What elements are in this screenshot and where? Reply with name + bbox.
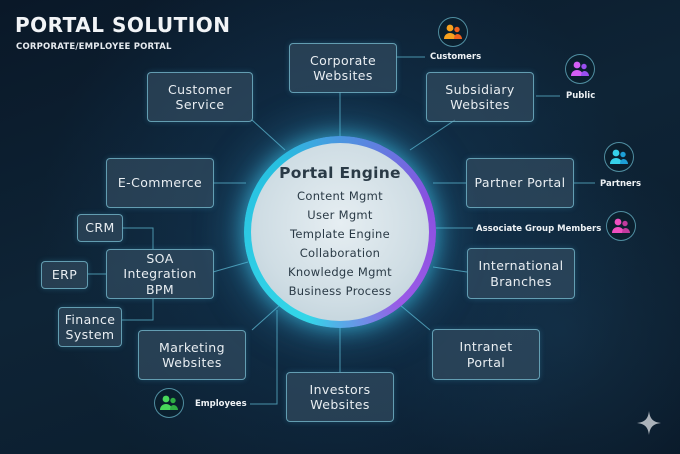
node-corporate-websites[interactable]: Corporate Websites bbox=[289, 43, 397, 93]
engine-item-knowledge-mgmt: Knowledge Mgmt bbox=[287, 264, 392, 279]
associate-persona-badge bbox=[606, 211, 636, 241]
node-soa-integration-bpm[interactable]: SOA Integration BPM bbox=[106, 249, 214, 299]
engine-item-content-mgmt: Content Mgmt bbox=[297, 188, 383, 203]
node-crm[interactable]: CRM bbox=[77, 214, 123, 242]
customers-label: Customers bbox=[430, 52, 482, 62]
users-icon bbox=[612, 218, 630, 233]
node-e-commerce[interactable]: E-Commerce bbox=[106, 158, 214, 208]
portal-engine-circle[interactable]: Portal Engine Content Mgmt User Mgmt Tem… bbox=[244, 136, 436, 328]
sparkle-icon bbox=[637, 411, 661, 435]
node-customer-service[interactable]: Customer Service bbox=[147, 72, 253, 122]
node-finance-system[interactable]: Finance System bbox=[58, 307, 122, 347]
node-subsidiary-websites[interactable]: Subsidiary Websites bbox=[426, 72, 534, 122]
node-marketing-websites[interactable]: Marketing Websites bbox=[138, 330, 246, 380]
node-partner-portal[interactable]: Partner Portal bbox=[466, 158, 574, 208]
employees-label: Employees bbox=[195, 399, 247, 409]
node-international-branches[interactable]: International Branches bbox=[467, 248, 575, 299]
engine-item-collaboration: Collaboration bbox=[299, 245, 381, 260]
associate-group-members-label: Associate Group Members bbox=[476, 224, 602, 234]
engine-item-user-mgmt: User Mgmt bbox=[307, 207, 373, 222]
users-icon bbox=[444, 24, 462, 39]
public-label: Public bbox=[566, 91, 596, 101]
portal-engine-title: Portal Engine bbox=[279, 163, 401, 182]
partners-label: Partners bbox=[600, 179, 642, 189]
node-intranet-portal[interactable]: Intranet Portal bbox=[432, 329, 540, 380]
page-subtitle: CORPORATE/EMPLOYEE PORTAL bbox=[16, 42, 172, 52]
public-persona-badge bbox=[565, 54, 595, 84]
page-title: PORTAL SOLUTION bbox=[15, 13, 231, 37]
partners-persona-badge bbox=[604, 142, 634, 172]
users-icon bbox=[610, 149, 628, 164]
customers-persona-badge bbox=[438, 17, 468, 47]
users-icon bbox=[160, 395, 178, 410]
node-investors-websites[interactable]: Investors Websites bbox=[286, 372, 394, 422]
employees-persona-badge bbox=[154, 388, 184, 418]
users-icon bbox=[571, 61, 589, 76]
engine-item-business-process: Business Process bbox=[288, 283, 392, 298]
node-erp[interactable]: ERP bbox=[41, 261, 88, 289]
engine-item-template-engine: Template Engine bbox=[289, 226, 391, 241]
